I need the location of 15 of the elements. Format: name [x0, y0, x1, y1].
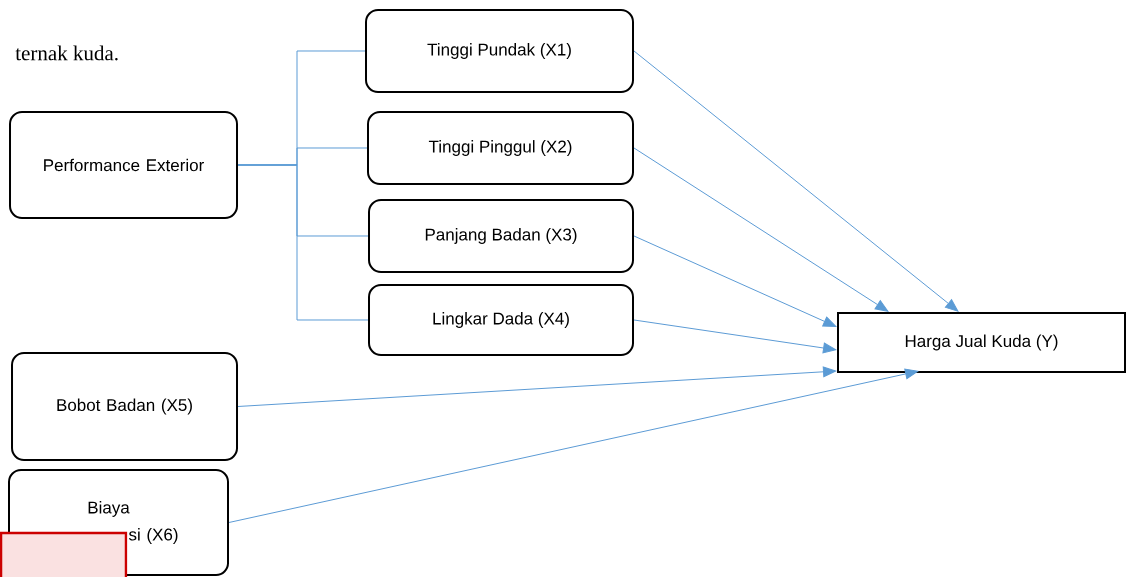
arrow: [237, 366, 837, 407]
arrow: [633, 319, 837, 354]
process-box: Tinggi Pinggul (X2): [367, 111, 634, 185]
process-box: Lingkar Dada (X4): [368, 284, 634, 356]
process-box: Tinggi Pundak (X1): [365, 9, 634, 93]
process-box: Panjang Badan (X3): [368, 199, 634, 273]
process-box: Bobot Badan (X5): [11, 352, 238, 461]
caption-text: ternak kuda.: [15, 45, 118, 61]
arrow: [633, 235, 837, 327]
arrow: [633, 147, 889, 312]
arrow: [228, 368, 919, 523]
connector-line: [237, 164, 369, 321]
process-box: Performance Exterior: [9, 111, 238, 219]
arrow: [633, 50, 959, 312]
target-box: Harga Jual Kuda (Y): [837, 312, 1126, 373]
